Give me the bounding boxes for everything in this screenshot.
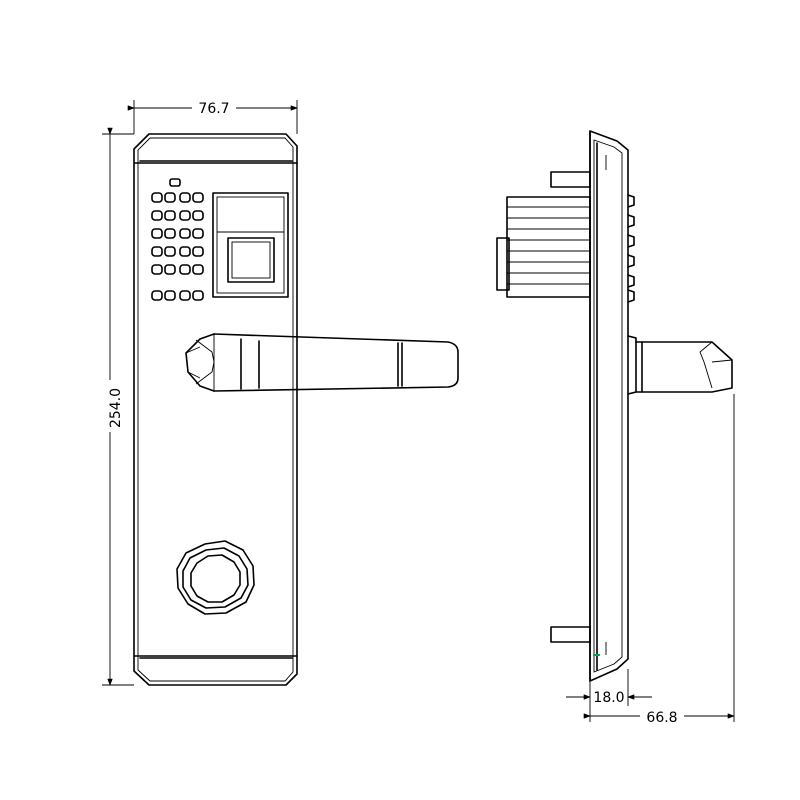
- keypad-key: [164, 246, 176, 257]
- keypad-key: [179, 228, 191, 239]
- front-handle: [185, 333, 459, 392]
- keypad: [151, 178, 204, 301]
- keypad-key: [179, 210, 191, 221]
- keypad-key: [151, 210, 163, 221]
- keypad-key: [164, 228, 176, 239]
- top-cap: [133, 160, 298, 164]
- keypad-indicator: [169, 178, 181, 187]
- fingerprint-housing: [212, 192, 289, 298]
- side-key-bump: [627, 274, 635, 288]
- keypad-key: [151, 246, 163, 257]
- keypad-key: [164, 210, 176, 221]
- keypad-key: [192, 192, 204, 203]
- side-key-bump: [627, 289, 635, 303]
- keypad-key: [151, 264, 163, 275]
- key-cylinder: [176, 540, 255, 615]
- front-width-label: 76.7: [198, 101, 229, 117]
- front-panel-outline: [133, 133, 298, 686]
- keypad-key: [179, 264, 191, 275]
- keypad-key: [192, 264, 204, 275]
- keypad-key: [179, 192, 191, 203]
- side-key-bump: [627, 214, 635, 228]
- side-key-bump: [627, 194, 635, 208]
- fingerprint-sensor: [212, 192, 289, 298]
- lower-mount-tab: [550, 626, 591, 643]
- dimension-front-width: 76.7: [127, 97, 298, 134]
- fingerprint-window: [227, 237, 275, 283]
- dimension-side-depth: 66.8: [583, 394, 735, 726]
- keypad-key: [151, 228, 163, 239]
- side-depth-label: 66.8: [646, 710, 677, 726]
- keypad-key: [151, 290, 163, 301]
- keypad-keys: [151, 192, 204, 301]
- keypad-key: [192, 290, 204, 301]
- side-key-bump: [627, 234, 635, 248]
- keypad-key: [192, 228, 204, 239]
- side-view: 18.0 66.8: [496, 130, 735, 726]
- keypad-key: [192, 210, 204, 221]
- side-handle: [627, 335, 733, 395]
- rear-cylinder-block: [496, 196, 591, 298]
- keypad-key: [164, 264, 176, 275]
- side-keypad-profile: [627, 194, 635, 303]
- keypad-key: [192, 246, 204, 257]
- keypad-key: [164, 192, 176, 203]
- front-height-label: 254.0: [108, 388, 124, 428]
- keypad-key: [179, 290, 191, 301]
- keypad-key: [179, 246, 191, 257]
- side-key-bump: [627, 254, 635, 268]
- front-panel-inner: [137, 137, 294, 682]
- front-view: 76.7 254.0: [100, 97, 459, 686]
- keypad-key: [151, 192, 163, 203]
- side-thickness-label: 18.0: [593, 690, 624, 706]
- upper-mount-tab: [550, 171, 591, 188]
- dimension-side-thickness: 18.0: [566, 669, 652, 706]
- dimension-front-height: 254.0: [100, 127, 134, 686]
- bottom-cap: [133, 655, 298, 659]
- keypad-key: [164, 290, 176, 301]
